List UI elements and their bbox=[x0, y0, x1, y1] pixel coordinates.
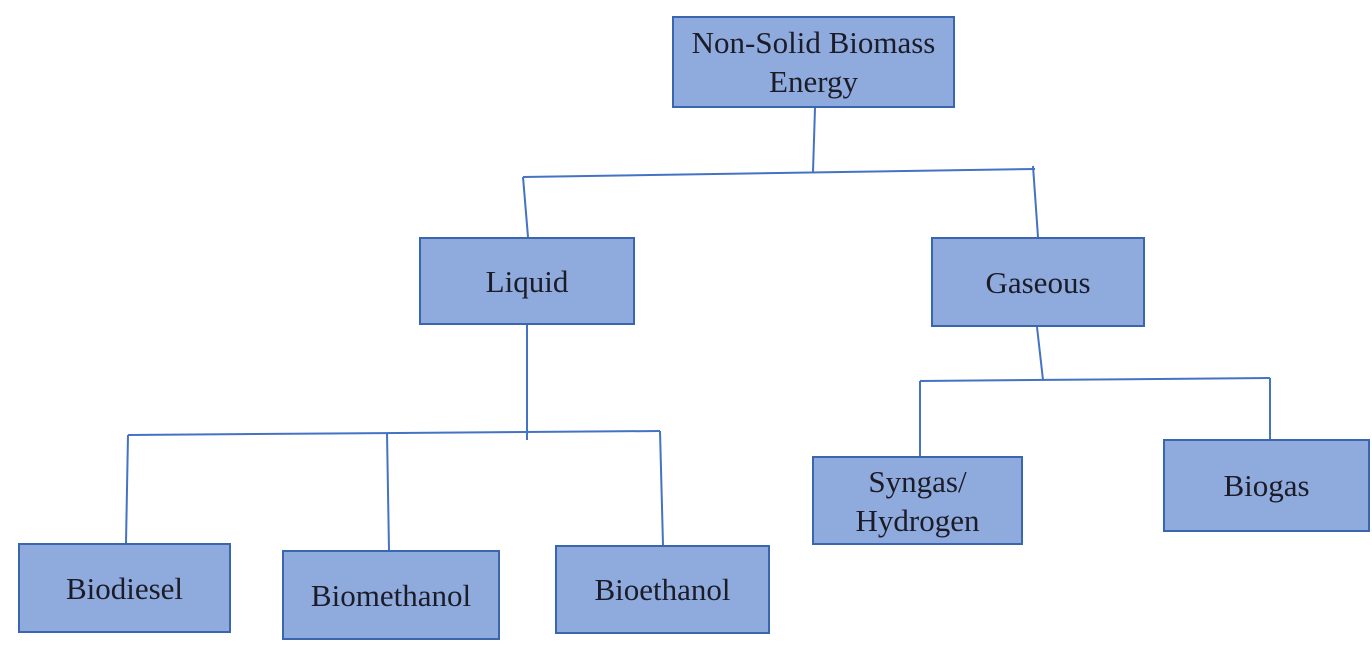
node-label: Bioethanol bbox=[594, 572, 731, 607]
edge-level1-horizontal bbox=[522, 168, 1036, 178]
edge-liquid-drop bbox=[522, 176, 529, 238]
node-label: Non-Solid Biomass bbox=[691, 25, 936, 60]
edge-bioethanol-drop bbox=[659, 430, 664, 546]
edge-biodiesel-drop bbox=[125, 434, 129, 544]
edge-gaseous-drop bbox=[1032, 165, 1039, 238]
node-label: Energy bbox=[769, 64, 858, 99]
node-syngas-hydrogen: Syngas/Hydrogen bbox=[812, 456, 1023, 545]
edge-gaseous-stem bbox=[1036, 326, 1044, 381]
node-label: Gaseous bbox=[985, 264, 1091, 300]
edge-liquid-children-horizontal bbox=[127, 430, 661, 436]
node-label: Biogas bbox=[1223, 468, 1310, 503]
node-label: Hydrogen bbox=[855, 502, 980, 538]
node-liquid: Liquid bbox=[419, 237, 635, 325]
node-label: Biodiesel bbox=[65, 570, 184, 606]
node-biodiesel: Biodiesel bbox=[18, 543, 231, 633]
node-bioethanol: Bioethanol bbox=[555, 545, 770, 634]
node-label: Syngas/ bbox=[868, 463, 967, 499]
edge-root-stem bbox=[812, 107, 816, 173]
node-biomethanol: Biomethanol bbox=[282, 550, 500, 640]
node-label: Liquid bbox=[485, 263, 569, 299]
edge-gaseous-children-horizontal bbox=[919, 377, 1271, 382]
node-gaseous: Gaseous bbox=[931, 237, 1145, 327]
node-biogas: Biogas bbox=[1163, 439, 1370, 532]
edge-biomethanol-drop bbox=[386, 432, 390, 551]
node-label: Biomethanol bbox=[310, 577, 472, 613]
